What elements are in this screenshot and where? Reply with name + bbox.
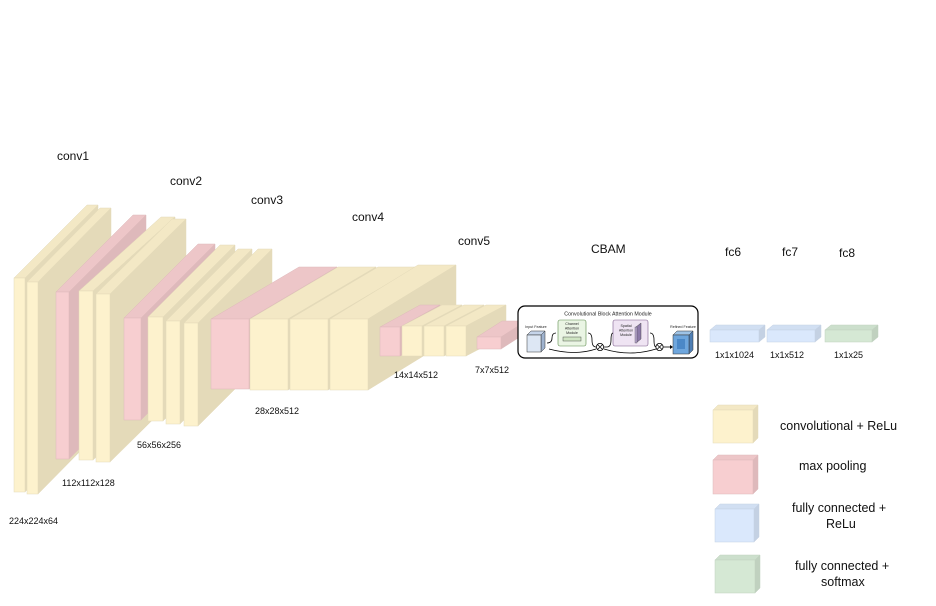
legend-swatch-fc-softmax — [714, 554, 761, 594]
dim-label-28: 28x28x512 — [255, 406, 299, 416]
fc8-block — [824, 324, 879, 343]
network-blocks — [13, 204, 879, 594]
legend-label-max-pooling: max pooling — [799, 459, 866, 473]
dim-label-56: 56x56x256 — [137, 440, 181, 450]
cbam-input-label: Input Feature — [525, 325, 546, 329]
dim-label-7: 7x7x512 — [475, 365, 509, 375]
cbam-multiply-2 — [655, 342, 664, 351]
legend: convolutional + ReLu max pooling fully c… — [780, 419, 897, 589]
cbam-spatial-label-3: Module — [620, 333, 632, 337]
fc7-block — [766, 324, 822, 343]
cbam-spatial-attention — [612, 319, 649, 347]
legend-swatch-fc-relu — [714, 503, 760, 543]
legend-swatch-conv — [712, 404, 759, 444]
fc6-block — [709, 324, 766, 343]
stage-label-conv1: conv1 — [57, 149, 89, 163]
cbam-spatial-label-1: Spatial — [621, 324, 632, 328]
cbam-module-title: Convolutional Block Attention Module — [564, 312, 652, 318]
cbam-channel-attention — [557, 319, 587, 347]
conv5-layer-3 — [445, 304, 507, 357]
cbam-multiply-1 — [596, 342, 605, 351]
stage-label-conv3: conv3 — [251, 193, 283, 207]
stage-label-fc6: fc6 — [725, 245, 741, 259]
cbam-refined-feature — [672, 330, 694, 355]
dim-label-fc7: 1x1x512 — [770, 350, 804, 360]
legend-label-fc-relu-2: ReLu — [826, 517, 856, 531]
cbam-channel-label-1: Channel — [565, 322, 579, 326]
stage-label-cbam: CBAM — [591, 242, 626, 256]
cbam-connectors — [546, 332, 670, 354]
cbam-input-feature — [526, 330, 546, 353]
dim-label-112: 112x112x128 — [62, 478, 115, 488]
cbam-module: Convolutional Block Attention Module Inp… — [517, 305, 699, 359]
stage-label-fc7: fc7 — [782, 245, 798, 259]
stage-label-conv2: conv2 — [170, 174, 202, 188]
legend-label-fc-softmax-2: softmax — [821, 575, 866, 589]
cbam-channel-label-3: Module — [566, 331, 578, 335]
cbam-channel-label-2: Attention — [565, 327, 579, 331]
legend-label-fc-softmax-1: fully connected + — [795, 559, 889, 573]
stage-label-fc8: fc8 — [839, 246, 855, 260]
cbam-output-label: Refined Feature — [670, 325, 696, 329]
cbam-spatial-label-2: Attention — [619, 329, 633, 333]
stage-label-conv4: conv4 — [352, 210, 384, 224]
dim-label-fc8: 1x1x25 — [834, 350, 863, 360]
stage-label-conv5: conv5 — [458, 234, 490, 248]
dim-label-fc6: 1x1x1024 — [715, 350, 754, 360]
legend-label-fc-relu-1: fully connected + — [792, 501, 886, 515]
dim-label-224: 224x224x64 — [9, 516, 58, 526]
legend-label-conv-relu: convolutional + ReLu — [780, 419, 897, 433]
legend-swatch-pool — [712, 454, 759, 495]
dim-label-14: 14x14x512 — [394, 370, 438, 380]
